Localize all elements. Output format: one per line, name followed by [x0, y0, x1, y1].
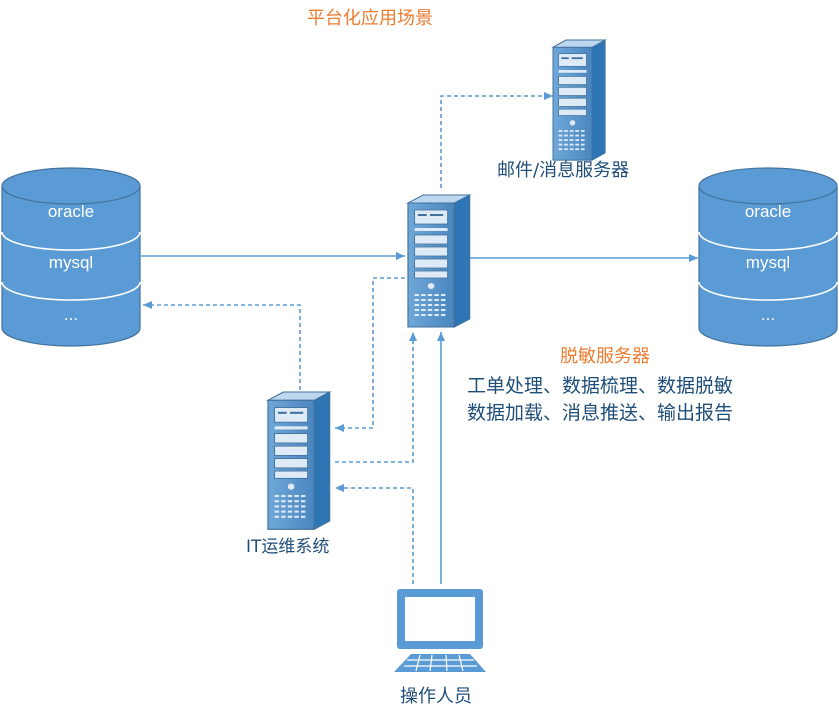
database-icon: [698, 167, 838, 347]
source-database: oracle mysql ...: [1, 167, 141, 347]
desens-server-label: 脱敏服务器: [560, 346, 650, 367]
arrow-server-to-mail: [440, 92, 553, 188]
database-icon: [1, 167, 141, 347]
arrow-it-to-server: [335, 332, 417, 463]
computer-icon: [394, 589, 486, 672]
desens-server: [407, 194, 471, 328]
connectors: [141, 92, 698, 584]
desens-feature-line-2: 数据加载、消息推送、输出报告: [467, 402, 734, 424]
mail-server: [552, 39, 606, 161]
target-db-row-mysql: mysql: [746, 253, 790, 272]
source-db-row-mysql: mysql: [49, 253, 93, 272]
source-db-row-oracle: oracle: [48, 202, 94, 221]
arrow-server-to-it: [335, 277, 405, 432]
it-system-label: IT运维系统: [246, 537, 330, 557]
target-db-row-oracle: oracle: [745, 202, 791, 221]
it-ops-server: [267, 391, 331, 530]
source-db-row-more: ...: [64, 305, 78, 324]
server-icon: [267, 391, 331, 530]
arrow-it-to-source-db: [143, 301, 301, 390]
desens-feature-line-1: 工单处理、数据梳理、数据脱敏: [467, 375, 734, 397]
target-db-row-more: ...: [761, 305, 775, 324]
operator-label: 操作人员: [400, 686, 472, 707]
diagram-title: 平台化应用场景: [307, 8, 433, 29]
server-icon: [407, 194, 471, 328]
arrow-operator-to-it: [335, 484, 414, 584]
mail-server-label: 邮件/消息服务器: [497, 160, 630, 181]
target-database: oracle mysql ...: [698, 167, 838, 347]
server-icon: [552, 39, 606, 161]
